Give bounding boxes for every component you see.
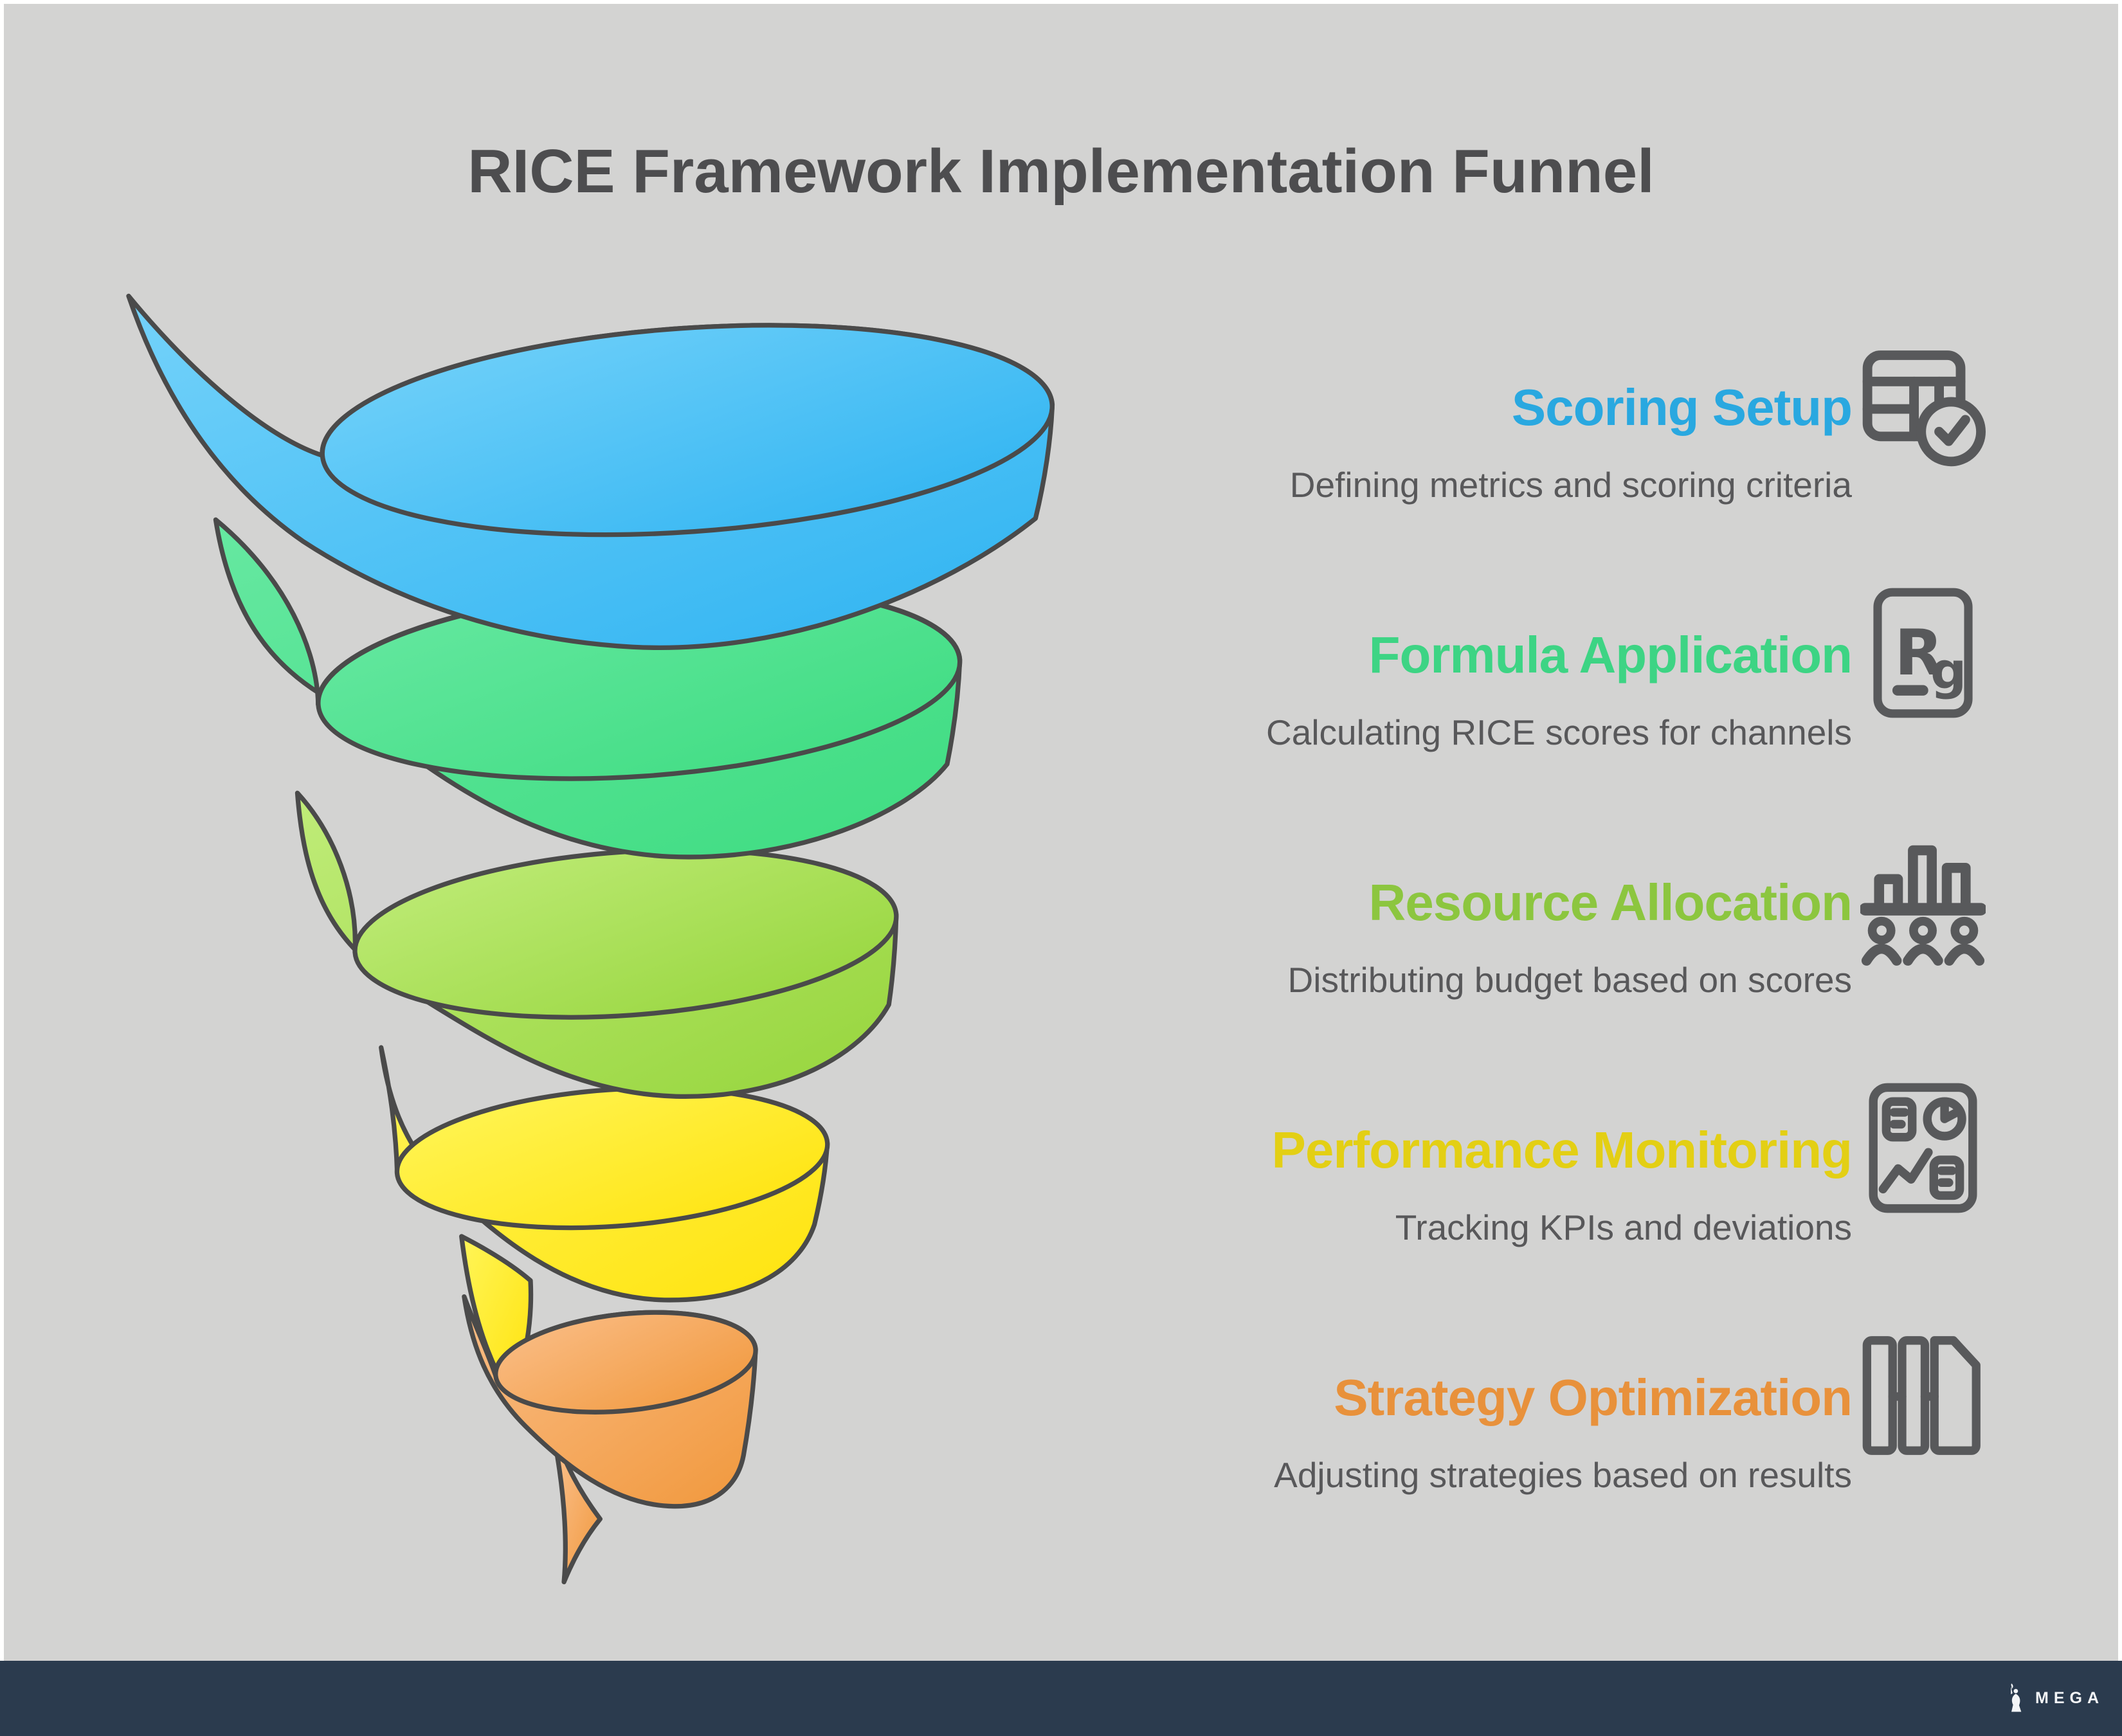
stage-title: Resource Allocation — [1368, 874, 1853, 931]
rg-element-icon: R g — [1860, 587, 1986, 719]
stage-row-resource-allocation: Resource Allocation Distributing budget … — [630, 873, 1853, 1000]
stage-title: Scoring Setup — [1511, 379, 1853, 436]
stage-description: Calculating RICE scores for channels — [1266, 712, 1852, 752]
stage-title: Performance Monitoring — [1271, 1121, 1853, 1179]
funnel-opening-scoring-setup — [320, 323, 1055, 538]
stage-description: Defining metrics and scoring criteria — [1289, 465, 1852, 505]
footer-bar: MEGA — [0, 1661, 2122, 1736]
stage-description: Tracking KPIs and deviations — [1395, 1207, 1852, 1247]
funnel-orange-drip — [555, 1453, 603, 1585]
statue-icon — [2011, 1683, 2022, 1712]
svg-text:R: R — [1894, 617, 1943, 690]
page-title: RICE Framework Implementation Funnel — [467, 137, 1655, 206]
stage-row-formula-application: Formula Application Calculating RICE sco… — [630, 626, 1853, 752]
mega-logo: MEGA — [2004, 1661, 2104, 1736]
stage-description: Distributing budget based on scores — [1287, 960, 1852, 1000]
books-icon — [1860, 1330, 1986, 1461]
stage-description: Adjusting strategies based on results — [1274, 1455, 1852, 1495]
funnel-graphic — [126, 293, 1055, 1585]
stage-row-performance-monitoring: Performance Monitoring Tracking KPIs and… — [630, 1121, 1853, 1247]
stage-title: Formula Application — [1368, 626, 1853, 683]
stage-title: Strategy Optimization — [1334, 1369, 1853, 1426]
brand-name: MEGA — [2035, 1689, 2104, 1707]
stage-row-strategy-optimization: Strategy Optimization Adjusting strategi… — [630, 1368, 1853, 1495]
bars-people-icon — [1860, 835, 1986, 966]
svg-text:g: g — [1930, 641, 1966, 700]
dashboard-icon — [1860, 1082, 1986, 1214]
funnel-opening-strategy-optimization — [493, 1310, 758, 1415]
stage-row-scoring-setup: Scoring Setup Defining metrics and scori… — [630, 378, 1853, 505]
background-panel — [4, 4, 2118, 1661]
table-check-icon — [1860, 339, 1986, 471]
funnel-opening-performance-monitoring — [394, 1085, 830, 1231]
